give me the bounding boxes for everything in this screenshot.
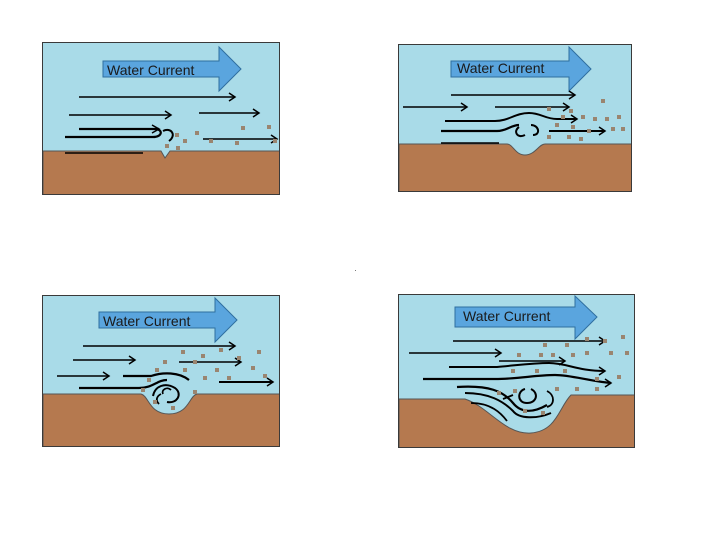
water-current-arrow: Water Current xyxy=(450,45,592,93)
center-dot xyxy=(355,270,356,271)
scour-stage-3-diagram: Water Current xyxy=(43,296,279,446)
suspended-sediment-particles xyxy=(165,125,277,150)
scour-stage-4-diagram: Water Current xyxy=(399,295,634,447)
water-current-arrow: Water Current xyxy=(98,296,238,344)
suspended-sediment-particles xyxy=(141,348,267,410)
scour-stage-2-panel: Water Current xyxy=(398,44,632,192)
water-current-arrow: Water Current xyxy=(454,295,598,341)
scour-stage-1-panel: Water Current xyxy=(42,42,280,195)
water-current-label: Water Current xyxy=(463,308,551,324)
scour-stage-3-panel: Water Current xyxy=(42,295,280,447)
water-current-label: Water Current xyxy=(103,313,191,329)
water-current-label: Water Current xyxy=(107,62,195,78)
sediment-bed xyxy=(43,393,279,446)
suspended-sediment-particles xyxy=(497,335,629,415)
water-current-arrow: Water Current xyxy=(102,45,242,93)
flow-lines xyxy=(409,336,613,422)
flow-lines xyxy=(57,341,275,405)
sediment-bed xyxy=(399,143,631,191)
flow-lines xyxy=(65,92,279,154)
sediment-bed xyxy=(43,150,279,194)
sediment-bed xyxy=(399,394,634,447)
flow-lines xyxy=(403,90,607,144)
scour-stage-2-diagram: Water Current xyxy=(399,45,631,191)
water-current-label: Water Current xyxy=(457,60,545,76)
scour-stage-1-diagram: Water Current xyxy=(43,45,279,194)
suspended-sediment-particles xyxy=(547,99,625,141)
scour-stage-4-panel: Water Current xyxy=(398,294,635,448)
